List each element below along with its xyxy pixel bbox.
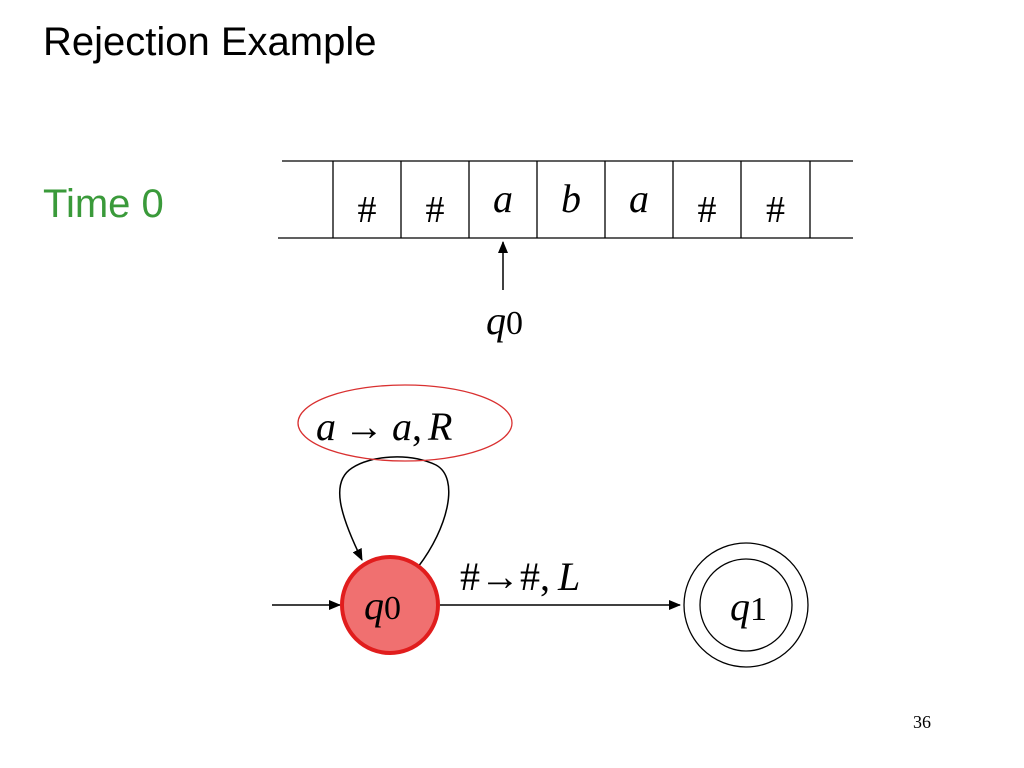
transition-q0-q1: #→#,L <box>440 554 681 610</box>
tape: # # a b a # # <box>278 160 853 239</box>
edge-move-direction: L <box>557 554 580 599</box>
tape-cell-symbol: a <box>493 176 513 221</box>
tape-cell-symbol: # <box>698 189 717 231</box>
edge-read-symbol: # <box>460 554 480 599</box>
self-loop-transition: a→a,R <box>297 384 513 568</box>
head-state-label: q0 <box>486 298 523 343</box>
head-state-subscript: 0 <box>506 305 523 342</box>
state-q1-outer-circle <box>683 542 809 668</box>
head-state-name: q <box>486 298 506 343</box>
state-q1: q1 <box>683 542 809 668</box>
page-number: 36 <box>913 712 931 732</box>
state-q1-subscript: 1 <box>750 591 767 628</box>
state-q1-name: q <box>730 584 750 629</box>
loop-comma: , <box>412 404 422 449</box>
highlight-ellipse <box>297 384 513 462</box>
tape-cell-symbol: # <box>358 189 377 231</box>
state-q1-inner-circle <box>699 558 793 652</box>
transition-q0-q1-label: #→#,L <box>460 554 580 599</box>
state-q0-subscript: 0 <box>384 590 401 627</box>
tape-symbols: # # a b a # # <box>358 176 786 231</box>
slide-title: Rejection Example <box>43 20 377 64</box>
state-q1-label: q1 <box>730 584 767 629</box>
tape-cell-symbol: # <box>426 189 445 231</box>
state-q0-label: q0 <box>364 583 401 628</box>
tape-cell-symbol: b <box>561 176 581 221</box>
tape-dividers <box>332 161 811 238</box>
tape-cell-symbol: # <box>766 189 785 231</box>
state-q0: q0 <box>340 555 440 655</box>
self-loop-label: a→a,R <box>316 404 452 449</box>
edge-arrow-glyph: → <box>480 554 520 599</box>
edge-comma: , <box>540 554 550 599</box>
tape-cell-symbol: a <box>629 176 649 221</box>
edge-write-symbol: # <box>520 554 540 599</box>
loop-write-symbol: a <box>392 404 412 449</box>
time-label: Time 0 <box>43 182 164 226</box>
loop-arrow-glyph: → <box>344 404 384 449</box>
state-q0-circle <box>340 555 440 655</box>
tape-head: q0 <box>486 241 523 343</box>
state-q0-name: q <box>364 583 384 628</box>
loop-read-symbol: a <box>316 404 336 449</box>
self-loop-arc <box>338 456 450 568</box>
loop-move-direction: R <box>427 404 452 449</box>
